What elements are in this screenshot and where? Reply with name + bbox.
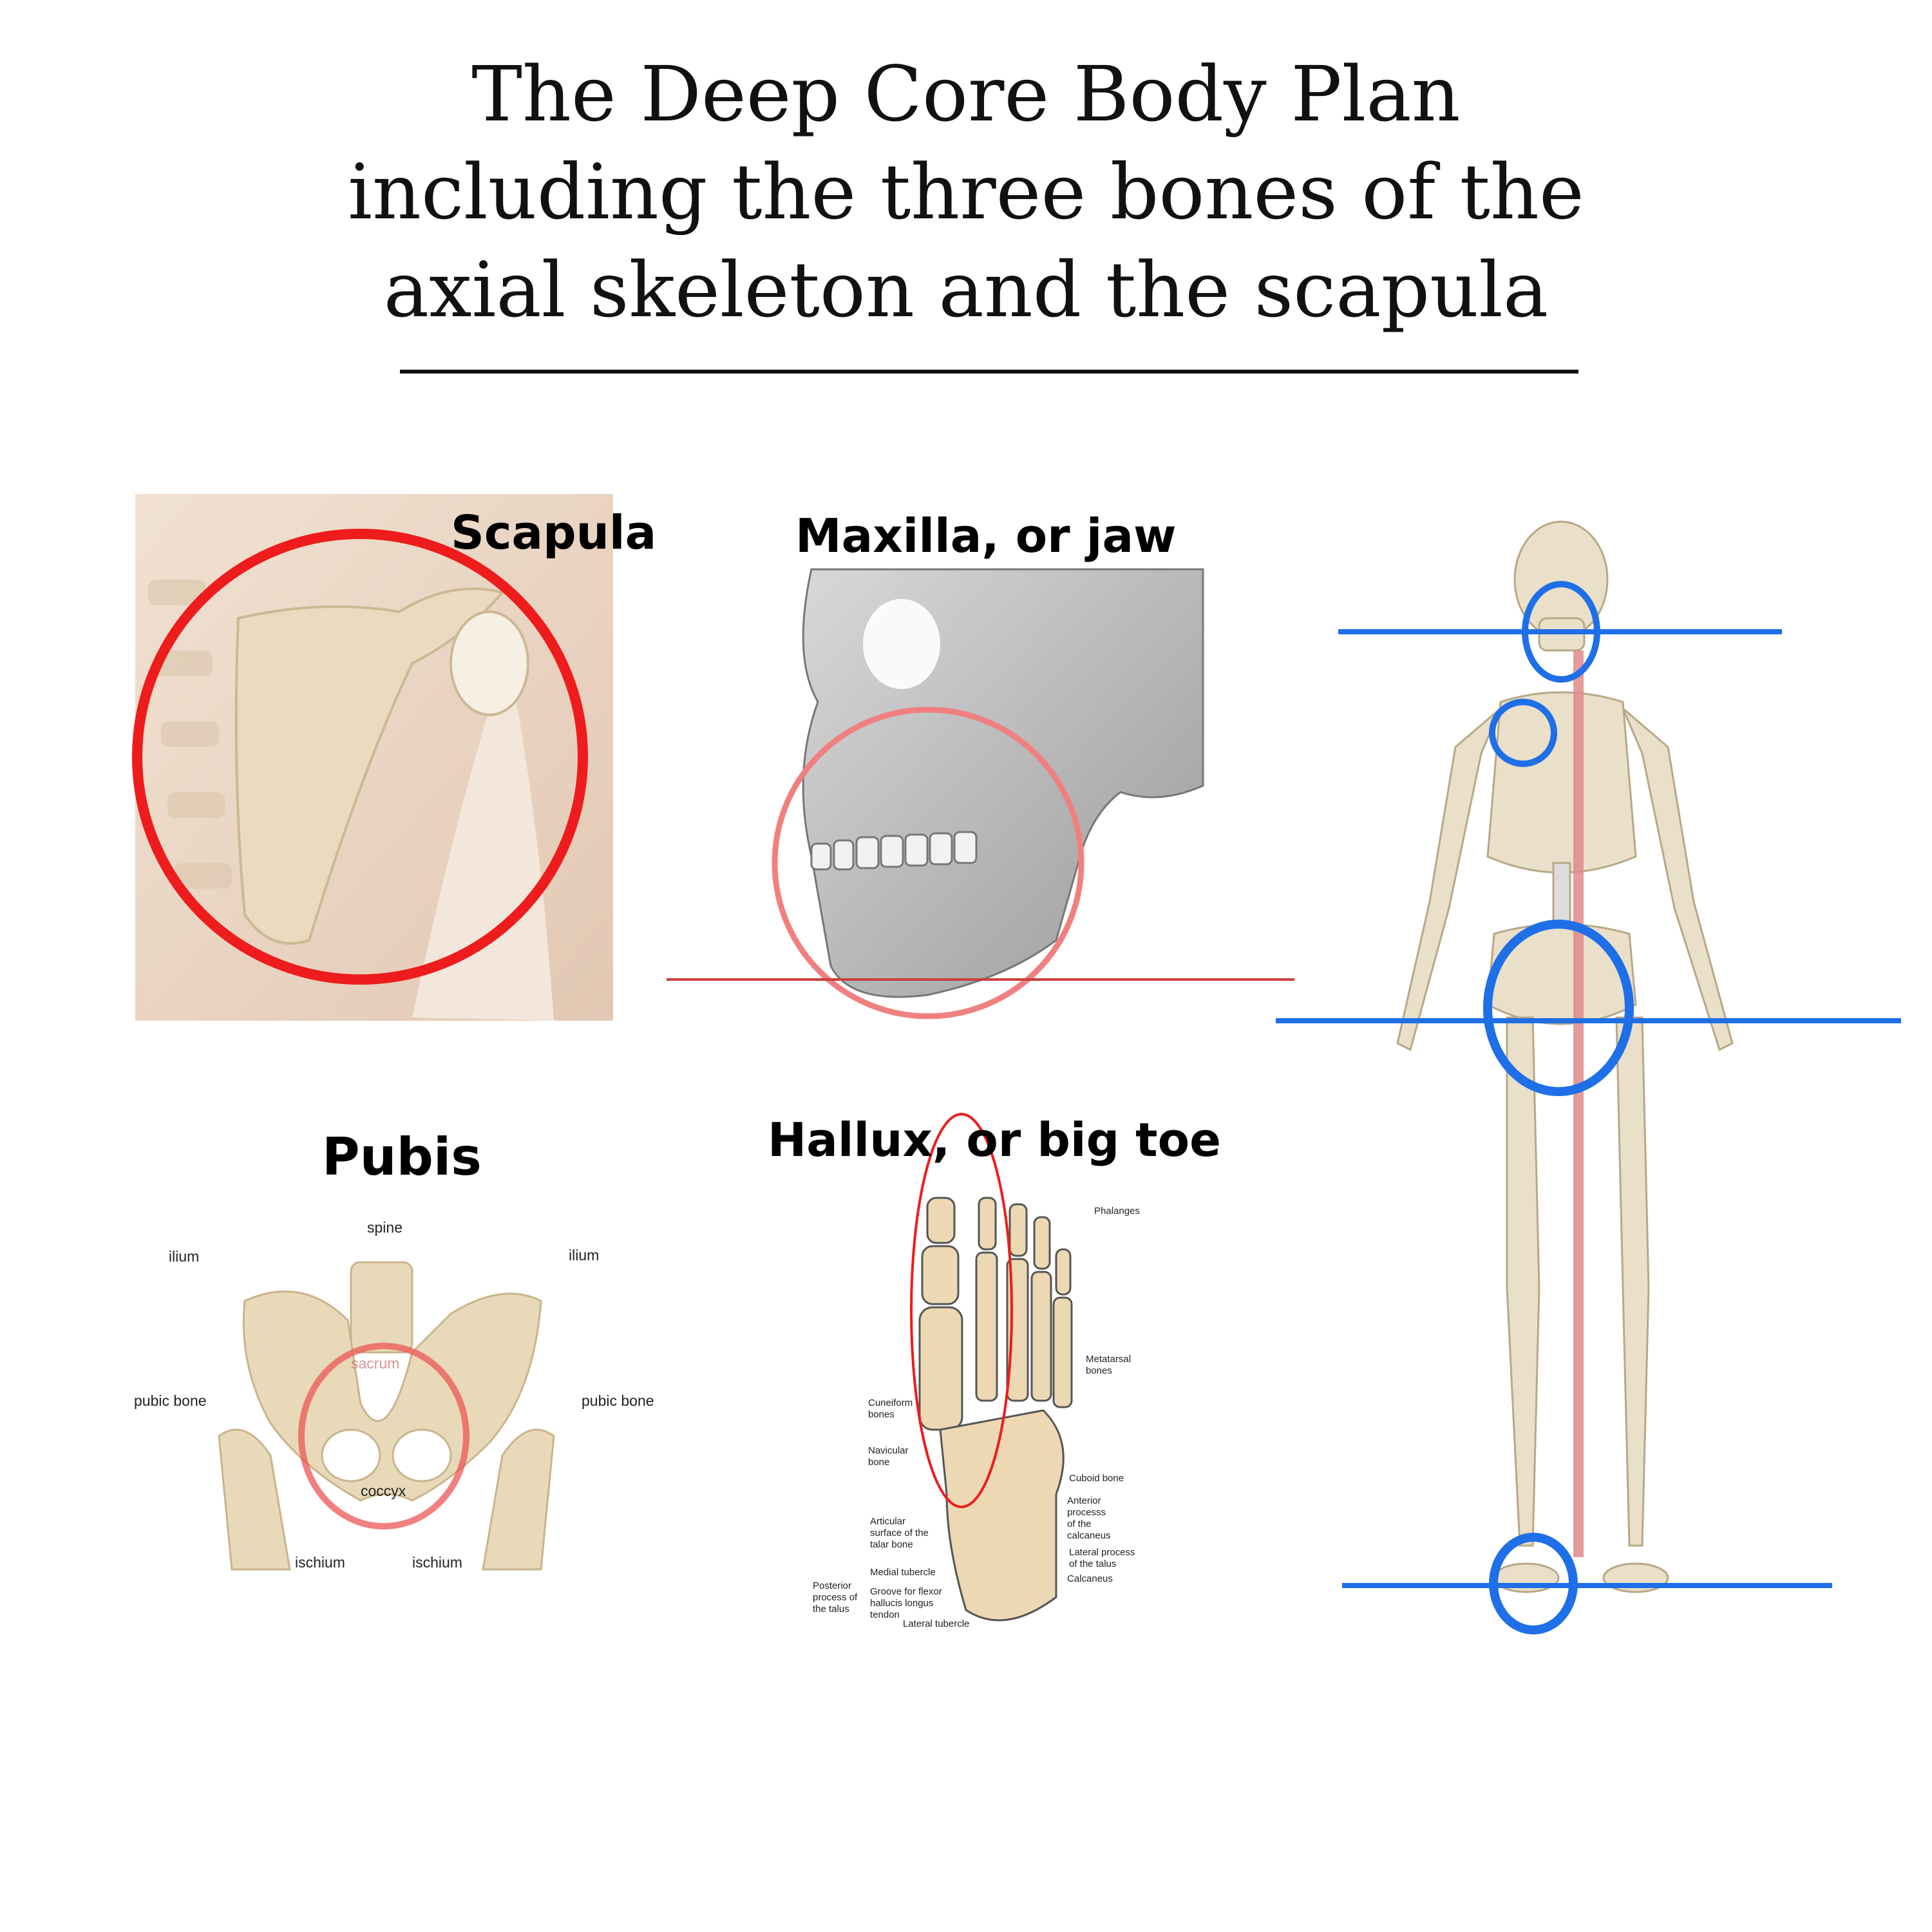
title-divider [400, 370, 1578, 374]
foot-image [910, 1113, 1073, 1622]
title-line-1: The Deep Core Body Plan [471, 50, 1461, 138]
pelvis-label-ischium-right: ischium [412, 1554, 462, 1571]
foot-label-posterior-process: Posterior process of the talus [813, 1580, 858, 1615]
pelvis-label-sacrum: sacrum [351, 1355, 400, 1372]
pelvis-label-ilium-left: ilium [169, 1248, 200, 1265]
title-line-2: including the three bones of the [348, 147, 1584, 236]
foot-label-anterior-process: Anterior processs of the calcaneus [1067, 1495, 1111, 1541]
skull-image [667, 568, 1294, 1019]
pubis-label: Pubis [322, 1127, 482, 1187]
foot-label-navicular: Navicular bone [868, 1445, 909, 1468]
page-title: The Deep Core Body Plan including the th… [0, 45, 1932, 339]
foot-label-calcaneus: Calcaneus [1067, 1573, 1113, 1584]
skeleton-image [1396, 520, 1734, 1593]
pelvis-label-ilium-right: ilium [569, 1247, 600, 1264]
alignment-markers [1276, 581, 1901, 1634]
scapula-label: Scapula [451, 506, 657, 560]
pelvis-label-pubic-left: pubic bone [134, 1392, 207, 1409]
maxilla-label: Maxilla, or jaw [795, 509, 1177, 563]
foot-label-lateral-tubercle: Lateral tubercle [903, 1618, 970, 1629]
pelvis-label-coccyx: coccyx [361, 1482, 406, 1499]
foot-label-groove: Groove for flexor hallucis longus tendon [870, 1586, 942, 1620]
pelvis-label-ischium-left: ischium [295, 1554, 345, 1571]
foot-label-articular-surface: Articular surface of the talar bone [870, 1516, 929, 1550]
scapula-image [132, 494, 613, 1021]
foot-label-lateral-process: Lateral process of the talus [1069, 1547, 1135, 1569]
title-line-3: axial skeleton and the scapula [383, 245, 1549, 334]
pelvis-image [218, 1261, 555, 1571]
foot-label-phalanges: Phalanges [1094, 1206, 1140, 1217]
foot-label-cuneiform: Cuneiform bones [868, 1397, 913, 1420]
pelvis-label-spine: spine [367, 1219, 402, 1236]
foot-label-metatarsal: Metatarsal bones [1086, 1354, 1132, 1376]
foot-label-cuboid: Cuboid bone [1069, 1473, 1124, 1484]
hallux-label: Hallux, or big toe [768, 1113, 1221, 1167]
foot-label-medial-tubercle: Medial tubercle [870, 1567, 936, 1578]
pelvis-label-pubic-right: pubic bone [582, 1392, 654, 1409]
